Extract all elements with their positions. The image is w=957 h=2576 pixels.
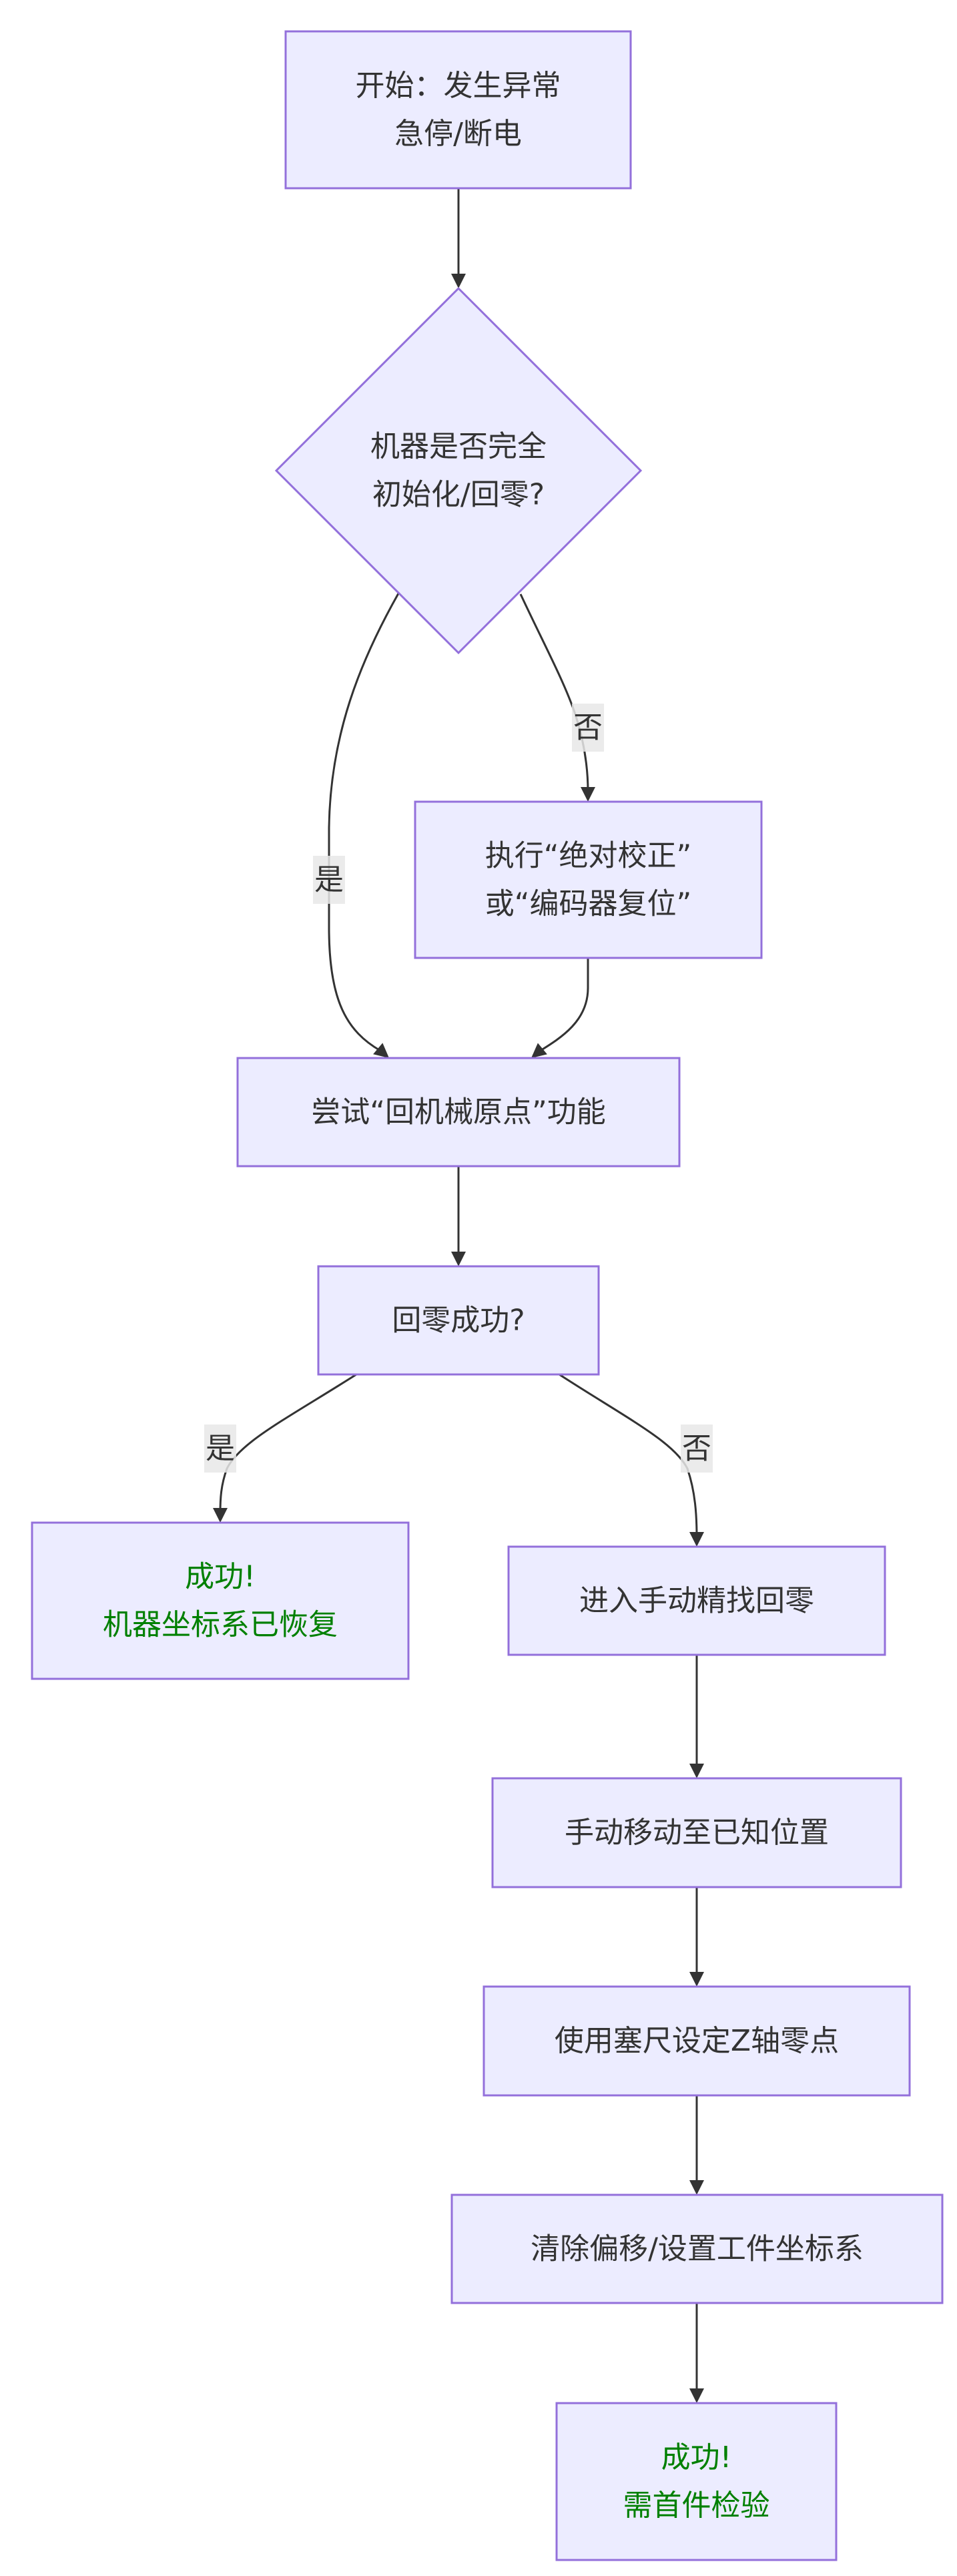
edge-label-no: 否 (572, 704, 604, 752)
edge-label-yes: 是 (204, 1425, 236, 1473)
arrowhead-icon (689, 1532, 704, 1547)
node-label: 机器是否完全 (370, 430, 547, 464)
process-box (450, 2194, 944, 2304)
edge-label-text: 否 (682, 1432, 711, 1466)
edge-label-background (204, 1425, 236, 1473)
node-label: 执行“绝对校正” (485, 839, 692, 873)
arrowhead-icon (581, 787, 595, 802)
arrowhead-icon (451, 1252, 466, 1266)
process-box (507, 1545, 886, 1656)
node-abs-calib: 执行“绝对校正” 或“编码器复位” (414, 800, 763, 959)
edge-line (328, 593, 400, 1052)
edge-line (539, 958, 589, 1053)
edge-line (559, 1373, 698, 1538)
node-move-known: 手动移动至已知位置 (491, 1777, 902, 1888)
node-label: 清除偏移/设置工件坐标系 (531, 2232, 864, 2266)
arrowhead-icon (689, 1764, 704, 1778)
node-success-restored: 成功! 机器坐标系已恢复 (31, 1521, 410, 1680)
node-label: 初始化/回零? (372, 478, 545, 512)
edge-try-home-to-home-ok (451, 1166, 466, 1266)
edge-line (219, 1373, 357, 1514)
process-box (31, 1521, 410, 1680)
decision-diamond (274, 286, 643, 655)
arrowhead-icon (689, 2180, 704, 2195)
arrowhead-icon (451, 274, 466, 288)
arrowhead-icon (531, 1043, 547, 1058)
edge-line (519, 593, 589, 792)
node-success-inspect: 成功! 需首件检验 (555, 2402, 838, 2561)
edge-init-check-to-try-home (328, 593, 400, 1058)
edge-label-text: 是 (314, 863, 344, 897)
edge-clear-offset-to-success-inspect (689, 2303, 704, 2403)
process-box (491, 1777, 902, 1888)
node-label: 开始：发生异常 (356, 69, 561, 103)
edge-move-known-to-feeler-z (689, 1887, 704, 1987)
node-label: 急停/断电 (394, 117, 522, 151)
edge-label-text: 否 (573, 711, 603, 745)
node-label: 使用塞尺设定Z轴零点 (555, 2024, 839, 2058)
edge-label-background (681, 1425, 713, 1473)
node-label: 机器坐标系已恢复 (103, 1608, 338, 1642)
edge-init-check-to-abs-calib (519, 593, 595, 802)
node-manual-home: 进入手动精找回零 (507, 1545, 886, 1656)
node-label: 手动移动至已知位置 (565, 1816, 829, 1850)
arrowhead-icon (213, 1508, 228, 1523)
node-home-ok: 回零成功? (317, 1265, 600, 1376)
edge-label-yes: 是 (313, 856, 345, 904)
node-label: 需首件检验 (623, 2489, 770, 2523)
edge-label-background (313, 856, 345, 904)
node-label: 进入手动精找回零 (579, 1584, 814, 1618)
process-box (284, 30, 632, 190)
edge-start-to-init-check (451, 188, 466, 288)
node-clear-offset: 清除偏移/设置工件坐标系 (450, 2194, 944, 2304)
process-box (555, 2402, 838, 2561)
edge-labels-layer: 是否是否 (204, 704, 713, 1473)
arrowhead-icon (373, 1043, 389, 1058)
process-box (483, 1985, 911, 2097)
edge-label-background (572, 704, 604, 752)
node-label: 或“编码器复位” (485, 887, 692, 921)
node-label: 尝试“回机械原点”功能 (311, 1095, 606, 1129)
process-box (414, 800, 763, 959)
node-label: 成功! (661, 2440, 732, 2475)
edge-label-no: 否 (681, 1425, 713, 1473)
node-label: 回零成功? (392, 1304, 525, 1338)
node-label: 成功! (185, 1560, 256, 1594)
process-box (317, 1265, 600, 1376)
edge-label-text: 是 (206, 1432, 235, 1466)
edge-abs-calib-to-try-home (531, 958, 589, 1058)
edge-manual-home-to-move-known (689, 1655, 704, 1778)
arrowhead-icon (689, 1972, 704, 1987)
arrowhead-icon (689, 2388, 704, 2403)
process-box (236, 1057, 681, 1168)
node-feeler-z: 使用塞尺设定Z轴零点 (483, 1985, 911, 2097)
edge-feeler-z-to-clear-offset (689, 2095, 704, 2195)
node-try-home: 尝试“回机械原点”功能 (236, 1057, 681, 1168)
